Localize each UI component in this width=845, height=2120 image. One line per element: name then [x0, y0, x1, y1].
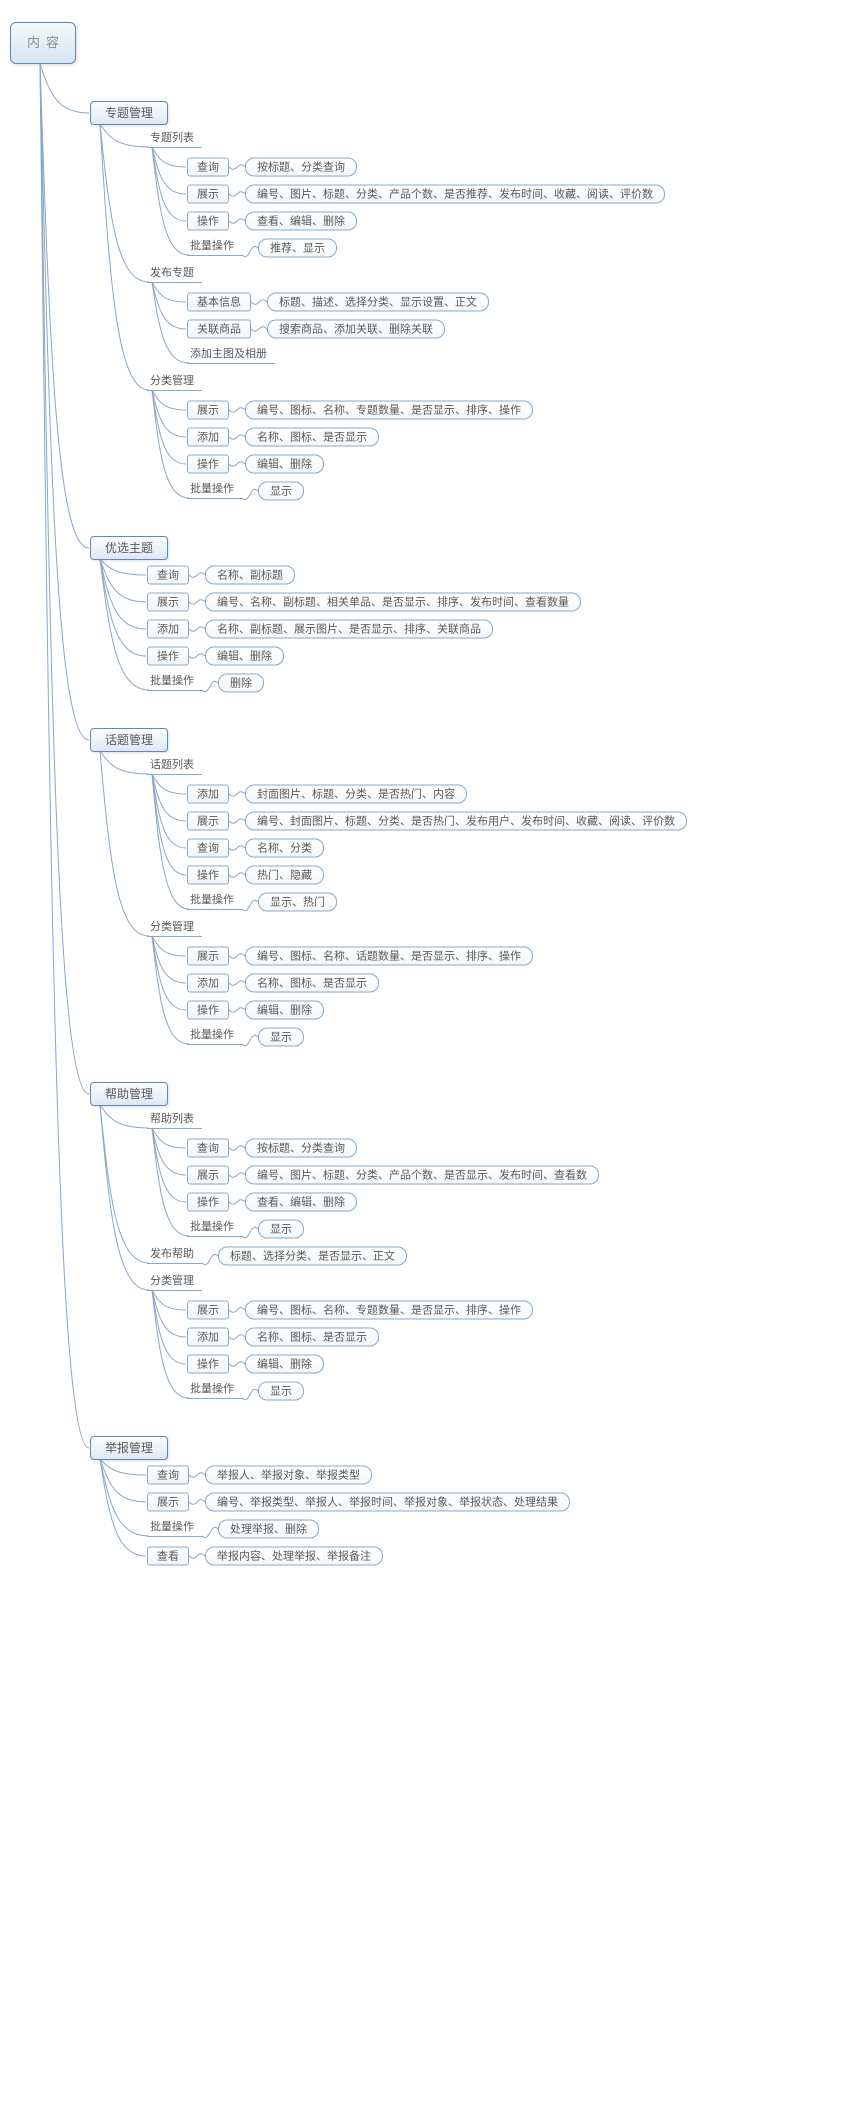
topic-node[interactable]: 操作	[187, 1354, 229, 1374]
topic-node[interactable]: 展示	[187, 811, 229, 831]
detail-node[interactable]: 编号、封面图片、标题、分类、是否热门、发布用户、发布时间、收藏、阅读、评价数	[245, 811, 687, 831]
detail-node[interactable]: 显示	[258, 481, 304, 501]
topic-node[interactable]: 展示	[187, 946, 229, 966]
topic-node[interactable]: 展示	[187, 400, 229, 420]
topic-node[interactable]: 添加	[187, 1327, 229, 1347]
topic-node[interactable]: 关联商品	[187, 319, 251, 339]
detail-node[interactable]: 编号、图片、标题、分类、产品个数、是否显示、发布时间、查看数	[245, 1165, 599, 1185]
topic-node[interactable]: 操作	[187, 1192, 229, 1212]
topic-node[interactable]: 查询	[187, 838, 229, 858]
topic-node[interactable]: 查看	[147, 1546, 189, 1566]
topic-node[interactable]: 专题列表	[147, 132, 202, 148]
topic-node[interactable]: 操作	[147, 646, 189, 666]
root-node[interactable]: 内容	[10, 22, 76, 64]
topic-node[interactable]: 话题列表	[147, 759, 202, 775]
topic-node[interactable]: 查询	[147, 565, 189, 585]
detail-node[interactable]: 编号、图片、标题、分类、产品个数、是否推荐、发布时间、收藏、阅读、评价数	[245, 184, 665, 204]
topic-node[interactable]: 添加	[187, 973, 229, 993]
detail-node[interactable]: 显示、热门	[258, 892, 337, 912]
detail-node[interactable]: 处理举报、删除	[218, 1519, 319, 1539]
branch-node[interactable]: 优选主题	[90, 536, 169, 560]
detail-node[interactable]: 查看、编辑、删除	[245, 1192, 357, 1212]
detail-node[interactable]: 名称、分类	[245, 838, 324, 858]
detail-node[interactable]: 按标题、分类查询	[245, 157, 357, 177]
topic-node[interactable]: 基本信息	[187, 292, 251, 312]
topic-node[interactable]: 批量操作	[187, 483, 242, 499]
detail-node[interactable]: 举报内容、处理举报、举报备注	[205, 1546, 383, 1566]
detail-node[interactable]: 编号、图标、名称、专题数量、是否显示、排序、操作	[245, 400, 533, 420]
detail-node[interactable]: 查看、编辑、删除	[245, 211, 357, 231]
detail-node[interactable]: 显示	[258, 1027, 304, 1047]
topic-node[interactable]: 操作	[187, 1000, 229, 1020]
topic-node[interactable]: 操作	[187, 865, 229, 885]
topic-node[interactable]: 批量操作	[187, 1383, 242, 1399]
branch-node[interactable]: 话题管理	[90, 728, 169, 752]
detail-node[interactable]: 编号、举报类型、举报人、举报时间、举报对象、举报状态、处理结果	[205, 1492, 570, 1512]
detail-node[interactable]: 删除	[218, 673, 264, 693]
detail-node[interactable]: 编辑、删除	[245, 1000, 324, 1020]
detail-node[interactable]: 编辑、删除	[245, 454, 324, 474]
topic-node[interactable]: 添加	[187, 784, 229, 804]
detail-node[interactable]: 按标题、分类查询	[245, 1138, 357, 1158]
detail-node[interactable]: 编号、名称、副标题、相关单品、是否显示、排序、发布时间、查看数量	[205, 592, 581, 612]
topic-node[interactable]: 批量操作	[187, 894, 242, 910]
detail-node[interactable]: 封面图片、标题、分类、是否热门、内容	[245, 784, 467, 804]
topic-node[interactable]: 发布专题	[147, 267, 202, 283]
topic-node[interactable]: 分类管理	[147, 1275, 202, 1291]
topic-node[interactable]: 添加	[187, 427, 229, 447]
detail-node[interactable]: 热门、隐藏	[245, 865, 324, 885]
topic-node[interactable]: 展示	[187, 1165, 229, 1185]
topic-node[interactable]: 查询	[147, 1465, 189, 1485]
topic-node[interactable]: 批量操作	[187, 240, 242, 256]
topic-node[interactable]: 分类管理	[147, 921, 202, 937]
detail-node[interactable]: 标题、选择分类、是否显示、正文	[218, 1246, 407, 1266]
topic-node[interactable]: 展示	[187, 1300, 229, 1320]
branch-node[interactable]: 专题管理	[90, 101, 169, 125]
topic-node[interactable]: 批量操作	[187, 1029, 242, 1045]
detail-node[interactable]: 标题、描述、选择分类、显示设置、正文	[267, 292, 489, 312]
detail-node[interactable]: 名称、副标题、展示图片、是否显示、排序、关联商品	[205, 619, 493, 639]
detail-node[interactable]: 编号、图标、名称、专题数量、是否显示、排序、操作	[245, 1300, 533, 1320]
topic-node[interactable]: 批量操作	[147, 1521, 202, 1537]
branch-node[interactable]: 帮助管理	[90, 1082, 169, 1106]
detail-node[interactable]: 名称、副标题	[205, 565, 295, 585]
detail-node[interactable]: 编号、图标、名称、话题数量、是否显示、排序、操作	[245, 946, 533, 966]
detail-node[interactable]: 显示	[258, 1219, 304, 1239]
branch-node[interactable]: 举报管理	[90, 1436, 169, 1460]
detail-node[interactable]: 显示	[258, 1381, 304, 1401]
topic-node[interactable]: 操作	[187, 211, 229, 231]
topic-node[interactable]: 查询	[187, 157, 229, 177]
topic-node[interactable]: 展示	[147, 1492, 189, 1512]
detail-node[interactable]: 举报人、举报对象、举报类型	[205, 1465, 372, 1485]
detail-node[interactable]: 名称、图标、是否显示	[245, 1327, 379, 1347]
topic-node[interactable]: 添加	[147, 619, 189, 639]
topic-node[interactable]: 添加主图及相册	[187, 348, 275, 364]
topic-node[interactable]: 操作	[187, 454, 229, 474]
topic-node[interactable]: 查询	[187, 1138, 229, 1158]
topic-node[interactable]: 批量操作	[147, 675, 202, 691]
topic-node[interactable]: 发布帮助	[147, 1248, 202, 1264]
detail-node[interactable]: 搜索商品、添加关联、删除关联	[267, 319, 445, 339]
detail-node[interactable]: 推荐、显示	[258, 238, 337, 258]
topic-node[interactable]: 展示	[187, 184, 229, 204]
topic-node[interactable]: 帮助列表	[147, 1113, 202, 1129]
topic-node[interactable]: 展示	[147, 592, 189, 612]
detail-node[interactable]: 编辑、删除	[245, 1354, 324, 1374]
detail-node[interactable]: 名称、图标、是否显示	[245, 427, 379, 447]
detail-node[interactable]: 编辑、删除	[205, 646, 284, 666]
topic-node[interactable]: 分类管理	[147, 375, 202, 391]
topic-node[interactable]: 批量操作	[187, 1221, 242, 1237]
detail-node[interactable]: 名称、图标、是否显示	[245, 973, 379, 993]
